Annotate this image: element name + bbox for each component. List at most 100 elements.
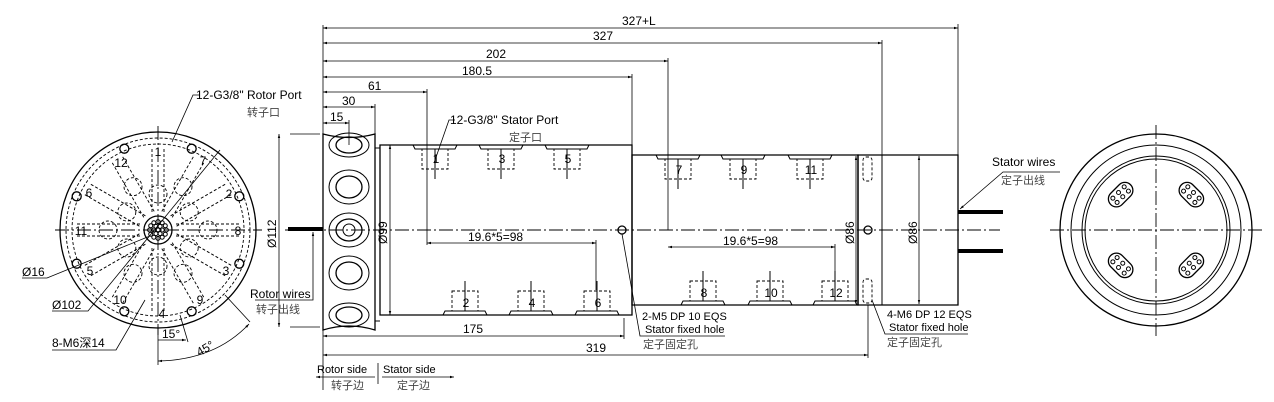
side-legend: Rotor side 转子边 Stator side 定子边: [316, 363, 454, 392]
side-port-num-bottom: 4: [529, 296, 536, 310]
inner-port-circle: [179, 238, 199, 258]
wire-slot: [1107, 181, 1134, 208]
flange-ring-inner: [335, 136, 363, 154]
port-channel: [171, 161, 205, 218]
port-channel: [161, 248, 195, 305]
stator-wires-cn: 定子出线: [1001, 173, 1045, 187]
wire-slot-outline: [1178, 181, 1205, 208]
dim-175-label: 175: [463, 322, 483, 336]
rotor-wires-cn: 转子出线: [256, 302, 300, 316]
side-port-num-bottom: 10: [764, 286, 778, 300]
port-num-9: 9: [197, 293, 204, 307]
dim-86-b-label: Ø86: [906, 221, 920, 244]
port-channel: [171, 242, 205, 299]
mount-hole: [234, 258, 245, 269]
port-num-4: 4: [159, 307, 166, 321]
wire-slot-strand: [1121, 184, 1127, 190]
dia102-leader: [52, 149, 221, 312]
mount-hole-label: 8-M6深14: [52, 336, 105, 350]
side-port-num-bottom: 12: [829, 286, 843, 300]
wire-slot-strand: [1116, 264, 1122, 270]
inner-port-circle: [123, 177, 143, 197]
wire-slot-strand: [1192, 199, 1198, 205]
wire-slot-strand: [1190, 190, 1196, 196]
side-port-num-top: 11: [805, 163, 818, 177]
port-channel: [89, 183, 146, 217]
wire-slot-strand: [1125, 188, 1131, 194]
mount-hole: [186, 306, 197, 317]
wire-slot-strand: [1196, 195, 1202, 201]
port-channel: [170, 183, 227, 217]
rotor-side-cn: 转子边: [331, 378, 364, 392]
port-channel: [83, 233, 140, 267]
wire-slot-strand: [1181, 188, 1187, 194]
dim-15-label: 15: [330, 110, 344, 124]
port-num-7: 7: [200, 154, 207, 168]
wire-slot-strand: [1185, 270, 1191, 276]
wire-slot-strand: [1186, 194, 1192, 200]
hole-1-spec: 2-M5 DP 10 EQS: [642, 311, 727, 323]
dim-86-a-label: Ø86: [843, 221, 857, 244]
dim-pitch-2-label: 19.6*5=98: [723, 234, 778, 248]
rotor-flange: [322, 133, 376, 331]
inner-port-circle: [148, 256, 168, 276]
rotor-port-label: 12-G3/8" Rotor Port: [196, 88, 302, 102]
flange-ring-outer: [328, 255, 370, 291]
wire-strand: [159, 234, 165, 240]
flange-ring-inner: [335, 261, 363, 285]
port-num-6: 6: [86, 186, 93, 200]
rotor-side-label: Rotor side: [317, 364, 367, 376]
angle-45-arc: [157, 323, 250, 363]
flange-ring-outer: [328, 302, 370, 328]
side-port-num-bottom: 6: [595, 296, 602, 310]
inner-port-circle: [198, 220, 218, 240]
inner-port-circle: [123, 263, 143, 283]
wire-slot-outline: [1178, 252, 1205, 279]
port-num-8: 8: [235, 224, 242, 238]
wire-strand: [151, 220, 157, 226]
port-num-12: 12: [114, 156, 128, 170]
angle-45-line: [224, 294, 251, 323]
inner-port-circle: [148, 184, 168, 204]
side-port-num-top: 7: [676, 163, 683, 177]
dim-202-label: 202: [486, 47, 506, 61]
wire-slot-strand: [1190, 264, 1196, 270]
dim-112-label: Ø112: [265, 219, 279, 248]
mount-hole: [119, 143, 130, 154]
flange-ring-inner: [335, 175, 363, 199]
port-num-11: 11: [75, 224, 88, 238]
wire-strand: [153, 231, 159, 237]
wire-slot-strand: [1186, 260, 1192, 266]
wire-slot-strand: [1185, 184, 1191, 190]
wire-slots: [1107, 181, 1205, 279]
port-channel: [161, 155, 195, 212]
wire-slot-strand: [1196, 259, 1202, 265]
stator-port-leader: [433, 119, 455, 164]
stator-port-label: 12-G3/8" Stator Port: [450, 113, 559, 127]
flange-port-rings: [328, 132, 370, 328]
port-num-3: 3: [223, 264, 230, 278]
wire-slot-strand: [1125, 266, 1131, 272]
inner-port-circle: [179, 202, 199, 222]
wire-slot-strand: [1110, 259, 1116, 265]
side-port-num-bottom: 8: [701, 286, 708, 300]
side-port-num-top: 5: [565, 152, 572, 166]
dim-327-label: 327: [593, 29, 613, 43]
wire-slot-strand: [1110, 195, 1116, 201]
hole-2-cn: 定子固定孔: [887, 335, 942, 349]
port-spokes: [76, 148, 240, 312]
dim-180-5-label: 180.5: [462, 64, 492, 78]
stator-body-1: [379, 144, 633, 316]
inner-port-circle: [98, 220, 118, 240]
port-num-10: 10: [113, 293, 127, 307]
wire-slot-outline: [1107, 181, 1134, 208]
hole-2-spec: 4-M6 DP 12 EQS: [887, 309, 972, 321]
port-channel: [121, 248, 155, 305]
dim-99-label: Ø99: [376, 221, 390, 244]
wire-slot-outline: [1107, 252, 1134, 279]
stator-end-view: [1050, 125, 1263, 336]
flange-ring-outer: [328, 169, 370, 205]
wire-slot-strand: [1121, 270, 1127, 276]
